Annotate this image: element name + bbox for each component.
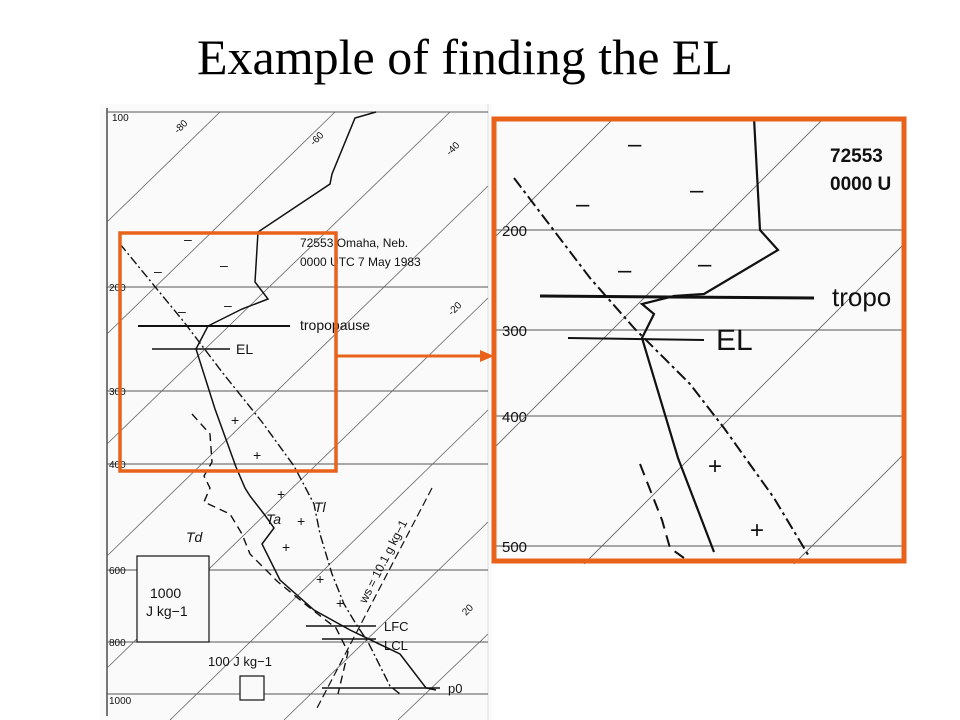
pressure-label: 200 xyxy=(109,283,126,294)
zoom-el-label: EL xyxy=(716,324,753,357)
negative-sign: – xyxy=(690,177,704,204)
negative-sign: – xyxy=(220,257,228,273)
zoom-tropopause-line xyxy=(539,294,815,300)
negative-sign: – xyxy=(698,251,712,278)
pressure-label: 600 xyxy=(109,566,126,577)
lfc-label: LFC xyxy=(384,619,409,634)
positive-sign: + xyxy=(316,571,324,587)
station-time: 0000 UTC 7 May 1983 xyxy=(300,255,421,269)
mixing-ratio-line xyxy=(315,487,433,711)
el-label: EL xyxy=(236,341,253,357)
negative-sign: – xyxy=(154,263,162,279)
area-box-large xyxy=(136,555,210,643)
negative-sign: – xyxy=(628,131,642,158)
pressure-labels: 100 200 300 400 600 800 1000 xyxy=(109,113,132,707)
pressure-label: 400 xyxy=(109,460,126,471)
positive-sign: + xyxy=(277,486,285,502)
zoom-station-time: 0000 U xyxy=(830,174,891,195)
positive-sign: + xyxy=(231,412,239,428)
positive-sign: + xyxy=(336,595,344,611)
td-label: Td xyxy=(186,529,204,545)
pressure-label: 800 xyxy=(109,638,126,649)
positive-sign: + xyxy=(708,453,722,480)
negative-sign: – xyxy=(576,191,590,218)
tropopause-label: tropopause xyxy=(300,317,370,333)
tl-label: Tl xyxy=(314,499,327,515)
zoom-pressure-label: 400 xyxy=(502,409,527,426)
area-box-large-unit: J kg−1 xyxy=(146,603,188,619)
negative-sign: – xyxy=(178,303,186,319)
area-box-small xyxy=(239,675,265,701)
positive-sign: + xyxy=(297,513,305,529)
negative-sign: – xyxy=(618,257,632,284)
zoom-pressure-label: 200 xyxy=(502,223,527,240)
zoom-pressure-label: 500 xyxy=(502,539,527,556)
zoom-tropopause-label: tropo xyxy=(832,282,891,312)
p0-label: p0 xyxy=(448,681,462,696)
area-box-small-label: 100 J kg−1 xyxy=(208,654,272,669)
pressure-label: 1000 xyxy=(109,696,132,707)
negative-sign: – xyxy=(184,231,192,247)
zoom-station-id: 72553 xyxy=(830,146,883,167)
slide-title: Example of finding the EL xyxy=(197,29,733,85)
positive-sign: + xyxy=(750,517,764,544)
zoom-pressure-label: 300 xyxy=(502,323,527,340)
lcl-label: LCL xyxy=(384,638,408,653)
zoom-panel: 200 300 400 500 72553 0000 U tropo EL – … xyxy=(494,118,906,564)
station-name: 72553 Omaha, Neb. xyxy=(300,236,408,250)
area-box-large-value: 1000 xyxy=(150,585,181,601)
pressure-label: 100 xyxy=(112,113,129,124)
ta-label: Ta xyxy=(266,511,281,527)
pressure-label: 300 xyxy=(109,387,126,398)
skew-t-diagram: 100 200 300 400 600 800 1000 -80 -60 -40… xyxy=(100,104,492,720)
ta-line xyxy=(235,466,437,691)
positive-sign: + xyxy=(253,447,261,463)
negative-sign: – xyxy=(224,297,232,313)
positive-sign: + xyxy=(282,539,290,555)
